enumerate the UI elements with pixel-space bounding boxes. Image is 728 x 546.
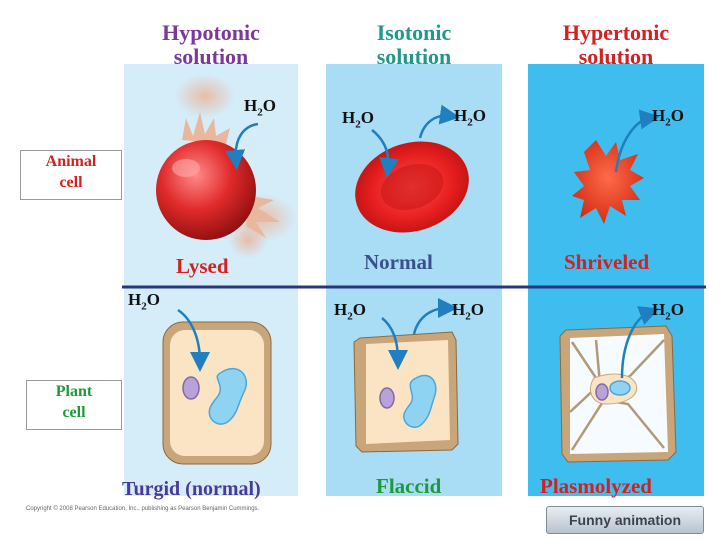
hypertonic-title-line1: Hypertonic bbox=[562, 20, 670, 45]
hypotonic-title-line2: solution bbox=[173, 44, 249, 69]
h2o-base: H bbox=[652, 106, 666, 125]
h2o-sub: 2 bbox=[665, 310, 671, 323]
h2o-base: H bbox=[128, 290, 142, 309]
h2o-base: H bbox=[244, 96, 258, 115]
h2o-label-hyper-animal: H2O bbox=[652, 106, 684, 128]
h2o-sub: 2 bbox=[355, 118, 361, 131]
h2o-tail: O bbox=[262, 96, 276, 115]
plasmolyzed-label: Plasmolyzed bbox=[540, 474, 652, 498]
h2o-sub: 2 bbox=[465, 310, 471, 323]
h2o-base: H bbox=[334, 300, 348, 319]
h2o-sub: 2 bbox=[347, 310, 353, 323]
h2o-tail: O bbox=[352, 300, 366, 319]
hypotonic-title-line1: Hypotonic bbox=[162, 20, 260, 45]
shriveled-animal-cell bbox=[572, 140, 644, 224]
animal-cell-row-label: Animal cell bbox=[20, 150, 122, 200]
h2o-base: H bbox=[454, 106, 468, 125]
shriveled-label: Shriveled bbox=[564, 250, 650, 274]
isotonic-title: Isotonic solution bbox=[326, 21, 502, 69]
h2o-tail: O bbox=[670, 300, 684, 319]
plant-row-line2: cell bbox=[62, 404, 86, 421]
h2o-label-iso-plant-out: H2O bbox=[452, 300, 484, 322]
h2o-label-hypo-plant: H2O bbox=[128, 290, 160, 312]
h2o-base: H bbox=[652, 300, 666, 319]
normal-animal-cell bbox=[355, 141, 469, 233]
h2o-tail: O bbox=[470, 300, 484, 319]
h2o-tail: O bbox=[670, 106, 684, 125]
flaccid-plant-cell bbox=[353, 331, 459, 453]
h2o-label-hyper-plant: H2O bbox=[652, 300, 684, 322]
h2o-sub: 2 bbox=[467, 116, 473, 129]
h2o-sub: 2 bbox=[141, 300, 147, 313]
turgid-label: Turgid (normal) bbox=[122, 478, 261, 500]
turgid-plant-cell bbox=[162, 321, 272, 465]
plasmolyzed-plant-cell bbox=[559, 325, 677, 463]
h2o-tail: O bbox=[360, 108, 374, 127]
water-arrows bbox=[177, 104, 660, 379]
copyright-text: Copyright © 2008 Pearson Education, Inc.… bbox=[26, 506, 260, 512]
isotonic-title-line1: Isotonic bbox=[376, 20, 452, 45]
h2o-sub: 2 bbox=[257, 106, 263, 119]
h2o-label-iso-plant-in: H2O bbox=[334, 300, 366, 322]
hypotonic-title: Hypotonic solution bbox=[124, 21, 298, 69]
animal-row-line2: cell bbox=[59, 174, 83, 191]
h2o-label-hypo-animal: H2O bbox=[244, 96, 276, 118]
h2o-label-iso-animal-out: H2O bbox=[454, 106, 486, 128]
flaccid-label: Flaccid bbox=[376, 474, 442, 498]
animal-row-line1: Animal bbox=[45, 153, 97, 170]
lysed-label: Lysed bbox=[176, 254, 229, 278]
isotonic-title-line2: solution bbox=[376, 44, 452, 69]
normal-label: Normal bbox=[364, 250, 433, 274]
plant-row-line1: Plant bbox=[55, 383, 93, 400]
h2o-tail: O bbox=[146, 290, 160, 309]
plant-cell-row-label: Plant cell bbox=[26, 380, 122, 430]
h2o-sub: 2 bbox=[665, 116, 671, 129]
hypertonic-title: Hypertonic solution bbox=[528, 21, 704, 69]
funny-animation-button[interactable]: Funny animation bbox=[546, 506, 704, 534]
h2o-base: H bbox=[342, 108, 356, 127]
h2o-base: H bbox=[452, 300, 466, 319]
hypertonic-title-line2: solution bbox=[578, 44, 654, 69]
h2o-tail: O bbox=[472, 106, 486, 125]
h2o-label-iso-animal-in: H2O bbox=[342, 108, 374, 130]
